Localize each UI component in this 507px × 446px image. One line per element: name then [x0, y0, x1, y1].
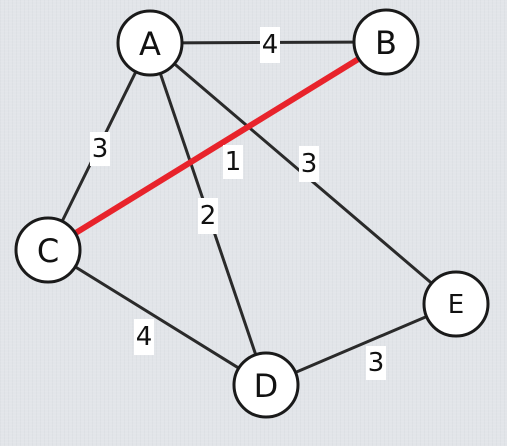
- edge-weight-label: 3: [368, 348, 385, 378]
- nodes-layer: A B C D E: [14, 8, 490, 419]
- edge-weight-a-b: 4: [260, 27, 280, 63]
- edge-c-d: [46, 248, 268, 387]
- edge-weight-background: [90, 132, 110, 166]
- edge-weight-background: [299, 146, 319, 182]
- node-a: A: [116, 9, 184, 77]
- node-circle: [232, 351, 300, 419]
- node-label: E: [448, 290, 464, 320]
- node-label: B: [375, 24, 397, 62]
- edge-weight-c-d: 4: [134, 319, 154, 355]
- edge-weight-background: [134, 319, 154, 355]
- edge-weight-label: 4: [262, 30, 279, 60]
- node-label: D: [254, 367, 279, 405]
- node-label: A: [139, 25, 161, 63]
- edge-b-c: [45, 39, 389, 253]
- node-circle: [352, 8, 420, 76]
- node-circle: [116, 9, 184, 77]
- node-d: D: [232, 351, 300, 419]
- node-e: E: [422, 270, 490, 338]
- edge-weight-background: [198, 198, 218, 234]
- edge-weight-background: [260, 27, 280, 63]
- edge-weight-a-c: 3: [90, 132, 110, 166]
- edge-weight-label: 3: [301, 149, 318, 179]
- node-label: C: [37, 232, 59, 270]
- weights-layer: 4 3 2 3 4 3 1: [90, 27, 386, 380]
- edge-weight-background: [223, 145, 243, 179]
- node-c: C: [14, 216, 82, 284]
- edge-weight-b-c: 1: [223, 145, 243, 179]
- edge-weight-background: [366, 346, 386, 380]
- edge-weight-label: 3: [92, 134, 109, 164]
- node-circle: [14, 216, 82, 284]
- edge-d-e: [264, 302, 458, 387]
- edge-weight-label: 4: [136, 322, 153, 352]
- edges-layer: [45, 39, 458, 387]
- edge-weight-d-e: 3: [366, 346, 386, 380]
- edge-weight-label: 2: [200, 201, 217, 231]
- edge-weight-a-e: 3: [299, 146, 319, 182]
- edge-weight-label: 1: [225, 147, 242, 177]
- node-circle: [422, 270, 490, 338]
- edge-weight-a-d: 2: [198, 198, 218, 234]
- node-b: B: [352, 8, 420, 76]
